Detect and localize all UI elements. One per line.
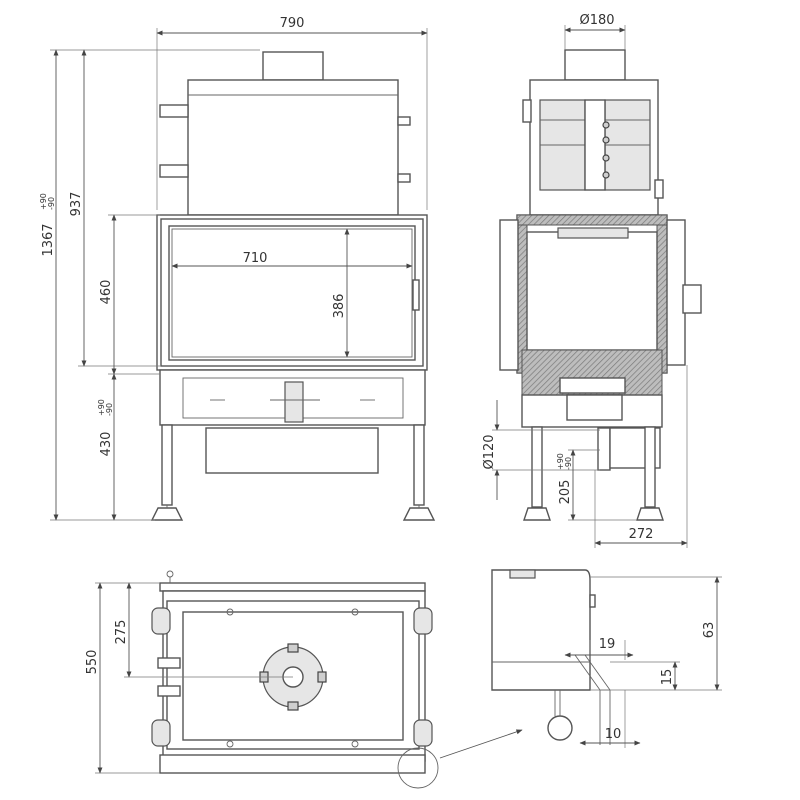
top-bracket-1 [157,657,181,669]
dim-glass-width: 710 [243,251,268,266]
dim-top-depth: 550 [85,650,100,675]
front-glass [168,225,416,361]
side-door-handle [682,284,702,314]
dim-air-inlet-height: 205 [558,480,573,505]
dim-leg-height-tol2: -90 [105,403,114,416]
front-bracket-right-top [397,116,411,126]
dim-total-height-tol2: -90 [47,197,56,210]
side-foot-left [523,507,551,521]
front-foot-right [402,507,436,521]
side-grate [559,377,626,394]
dim-air-inlet-height-tol2: -90 [564,457,573,470]
dim-flue-diameter: Ø180 [579,13,614,28]
front-air-control [284,381,304,423]
dim-front-width: 790 [280,16,305,31]
top-front-flange [159,582,426,592]
detail-wheel [547,715,573,741]
dim-glass-height: 386 [332,294,347,319]
dim-detail-10: 10 [605,727,622,742]
front-door-handle [412,279,420,311]
top-wheel-rr [413,719,433,747]
top-detail-marker [397,747,439,789]
front-flue-collar [262,51,324,81]
dim-height-937: 937 [69,192,84,217]
detail-top-cap [509,569,536,579]
side-flue-collar [564,49,626,81]
front-smoke-box [187,79,399,216]
dim-detail-19: 19 [599,637,616,652]
side-foot-right [636,507,664,521]
dim-detail-15: 15 [660,669,675,686]
side-leg-left [531,426,543,508]
dim-detail-63: 63 [702,622,717,639]
side-firebox-chamber [526,231,658,351]
dim-total-height: 1367 [41,223,56,256]
top-wheel-fr [413,607,433,635]
front-ash-drawer [205,427,379,474]
top-wheel-rl [151,719,171,747]
dim-air-inlet-diameter: Ø120 [482,434,497,469]
side-bracket-right [654,179,664,199]
front-leg-right [413,424,425,506]
side-baffle [557,227,629,239]
front-view: 790 710 386 1367 +90 -90 937 460 430 +90… [39,16,436,521]
top-rear-flange [159,754,426,774]
front-foot-left [150,507,184,521]
detail-view: 63 19 15 10 [491,569,722,748]
side-bracket-left [522,99,532,123]
dim-air-inlet-height-tol: +90 [556,453,565,470]
dim-top-offset: 275 [114,620,129,645]
detail-body [491,569,591,691]
dim-total-height-tol: +90 [39,193,48,210]
front-bracket-left-bottom [159,164,189,178]
dim-leg-height: 430 [99,432,114,457]
side-baffle-rod [584,99,606,191]
side-leg-right [644,426,656,508]
top-bracket-2 [157,685,181,697]
side-air-inlet [597,427,611,471]
front-leg-left [161,424,173,506]
top-view: 550 275 [85,570,523,789]
front-bracket-right-bottom [397,173,411,183]
side-door-right [666,219,686,366]
dim-side-depth: 272 [629,527,654,542]
front-bracket-left-top [159,104,189,118]
dim-leg-height-tol: +90 [97,399,106,416]
top-wheel-fl [151,607,171,635]
side-door-left [499,219,519,371]
side-view: Ø180 [482,13,702,548]
dim-height-460: 460 [99,280,114,305]
